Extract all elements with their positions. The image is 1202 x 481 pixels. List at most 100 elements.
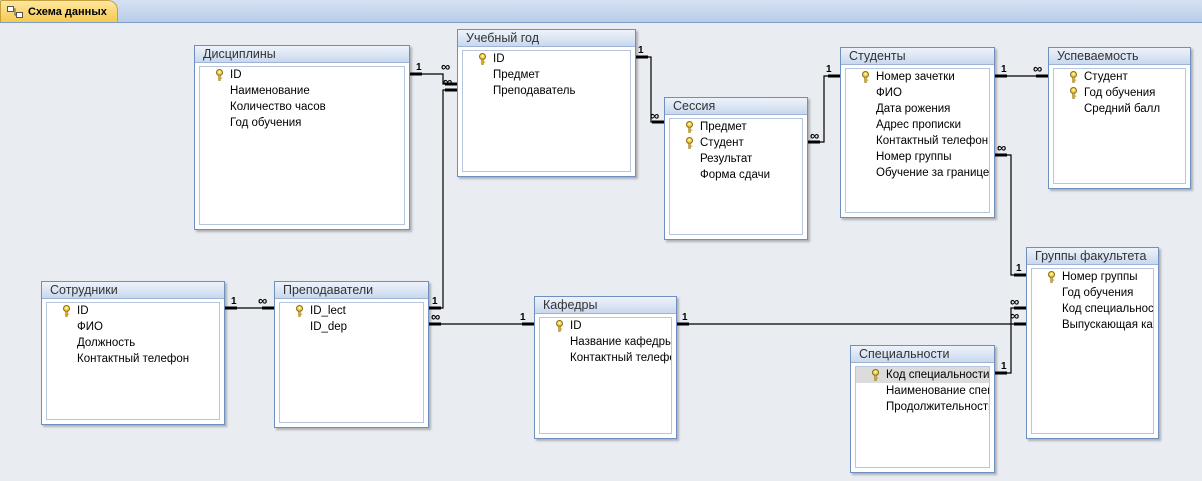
- primary-key-icon: [686, 121, 693, 133]
- field-row[interactable]: Год обучения: [1054, 85, 1185, 101]
- cardinality-many: ∞: [1010, 294, 1020, 309]
- field-row[interactable]: Название кафедры: [540, 334, 671, 350]
- primary-key-icon: [872, 369, 879, 381]
- field-name: ID: [230, 69, 242, 81]
- field-name: ID_lect: [310, 305, 346, 317]
- table-title[interactable]: Студенты: [841, 48, 994, 65]
- field-row[interactable]: ID: [540, 318, 671, 334]
- field-row[interactable]: Контактный телефон: [47, 351, 219, 367]
- field-row[interactable]: Код специальности: [856, 367, 989, 383]
- field-row[interactable]: Продолжительность: [856, 399, 989, 415]
- cardinality-one: 1: [416, 62, 422, 73]
- field-name: Предмет: [493, 69, 540, 81]
- cardinality-one: 1: [826, 64, 832, 75]
- field-row[interactable]: Студент: [670, 135, 802, 151]
- field-name: Год обучения: [230, 117, 302, 129]
- field-row[interactable]: Контактный телефон: [540, 350, 671, 366]
- field-name: Контактный телефон: [77, 353, 190, 365]
- field-row[interactable]: Наименование специальности: [856, 383, 989, 399]
- field-row[interactable]: ФИО: [846, 85, 989, 101]
- table-title[interactable]: Сотрудники: [42, 282, 224, 299]
- cardinality-many: ∞: [258, 293, 268, 308]
- field-name: Количество часов: [230, 101, 326, 113]
- field-row[interactable]: Средний балл: [1054, 101, 1185, 117]
- field-name: Дата рожения: [876, 103, 951, 115]
- table-title[interactable]: Кафедры: [535, 297, 676, 314]
- cardinality-one: 1: [1016, 263, 1022, 274]
- field-row[interactable]: Выпускающая кафедра: [1032, 317, 1153, 333]
- field-row[interactable]: Преподаватель: [463, 83, 630, 99]
- field-row[interactable]: Предмет: [670, 119, 802, 135]
- cardinality-one: 1: [638, 45, 644, 56]
- field-row[interactable]: Год обучения: [1032, 285, 1153, 301]
- cardinality-many: ∞: [650, 108, 660, 123]
- field-row[interactable]: Должность: [47, 335, 219, 351]
- table-title[interactable]: Успеваемость: [1049, 48, 1190, 65]
- cardinality-many: ∞: [443, 74, 453, 89]
- field-row[interactable]: Обучение за границей: [846, 165, 989, 181]
- field-row[interactable]: Студент: [1054, 69, 1185, 85]
- field-row[interactable]: Наименование: [200, 83, 404, 99]
- field-row[interactable]: Номер группы: [1032, 269, 1153, 285]
- field-row[interactable]: ФИО: [47, 319, 219, 335]
- field-row[interactable]: ID: [463, 51, 630, 67]
- table-title[interactable]: Преподаватели: [275, 282, 428, 299]
- table-title[interactable]: Учебный год: [458, 30, 635, 47]
- field-row[interactable]: Предмет: [463, 67, 630, 83]
- field-name: Год обучения: [1084, 87, 1156, 99]
- field-name: Название кафедры: [570, 336, 671, 348]
- table-title[interactable]: Сессия: [665, 98, 807, 115]
- field-row[interactable]: ID_dep: [280, 319, 423, 335]
- field-row[interactable]: Дата рожения: [846, 101, 989, 117]
- primary-key-icon: [296, 305, 303, 317]
- cardinality-many: ∞: [1010, 308, 1020, 323]
- cardinality-many: ∞: [441, 59, 451, 74]
- field-row[interactable]: Номер зачетки: [846, 69, 989, 85]
- field-row[interactable]: Контактный телефон: [846, 133, 989, 149]
- field-row[interactable]: Количество часов: [200, 99, 404, 115]
- field-row[interactable]: Форма сдачи: [670, 167, 802, 183]
- field-row[interactable]: Код специальности: [1032, 301, 1153, 317]
- cardinality-many: ∞: [431, 309, 441, 324]
- field-row[interactable]: Результат: [670, 151, 802, 167]
- primary-key-icon: [686, 137, 693, 149]
- field-row[interactable]: Адрес прописки: [846, 117, 989, 133]
- tab-data-schema[interactable]: Схема данных: [0, 0, 118, 22]
- table-title[interactable]: Дисциплины: [195, 46, 409, 63]
- field-name: Преподаватель: [493, 85, 576, 97]
- field-row[interactable]: Номер группы: [846, 149, 989, 165]
- field-row[interactable]: ID: [47, 303, 219, 319]
- field-row[interactable]: Год обучения: [200, 115, 404, 131]
- cardinality-one: 1: [520, 312, 526, 323]
- table-title[interactable]: Специальности: [851, 346, 994, 363]
- field-name: Обучение за границей: [876, 167, 989, 179]
- field-row[interactable]: ID: [200, 67, 404, 83]
- primary-key-icon: [479, 53, 486, 65]
- cardinality-many: ∞: [1033, 61, 1043, 76]
- field-name: Должность: [77, 337, 136, 349]
- field-row[interactable]: ID_lect: [280, 303, 423, 319]
- primary-key-icon: [1070, 71, 1077, 83]
- primary-key-icon: [216, 69, 223, 81]
- table-title[interactable]: Группы факультета: [1027, 248, 1158, 265]
